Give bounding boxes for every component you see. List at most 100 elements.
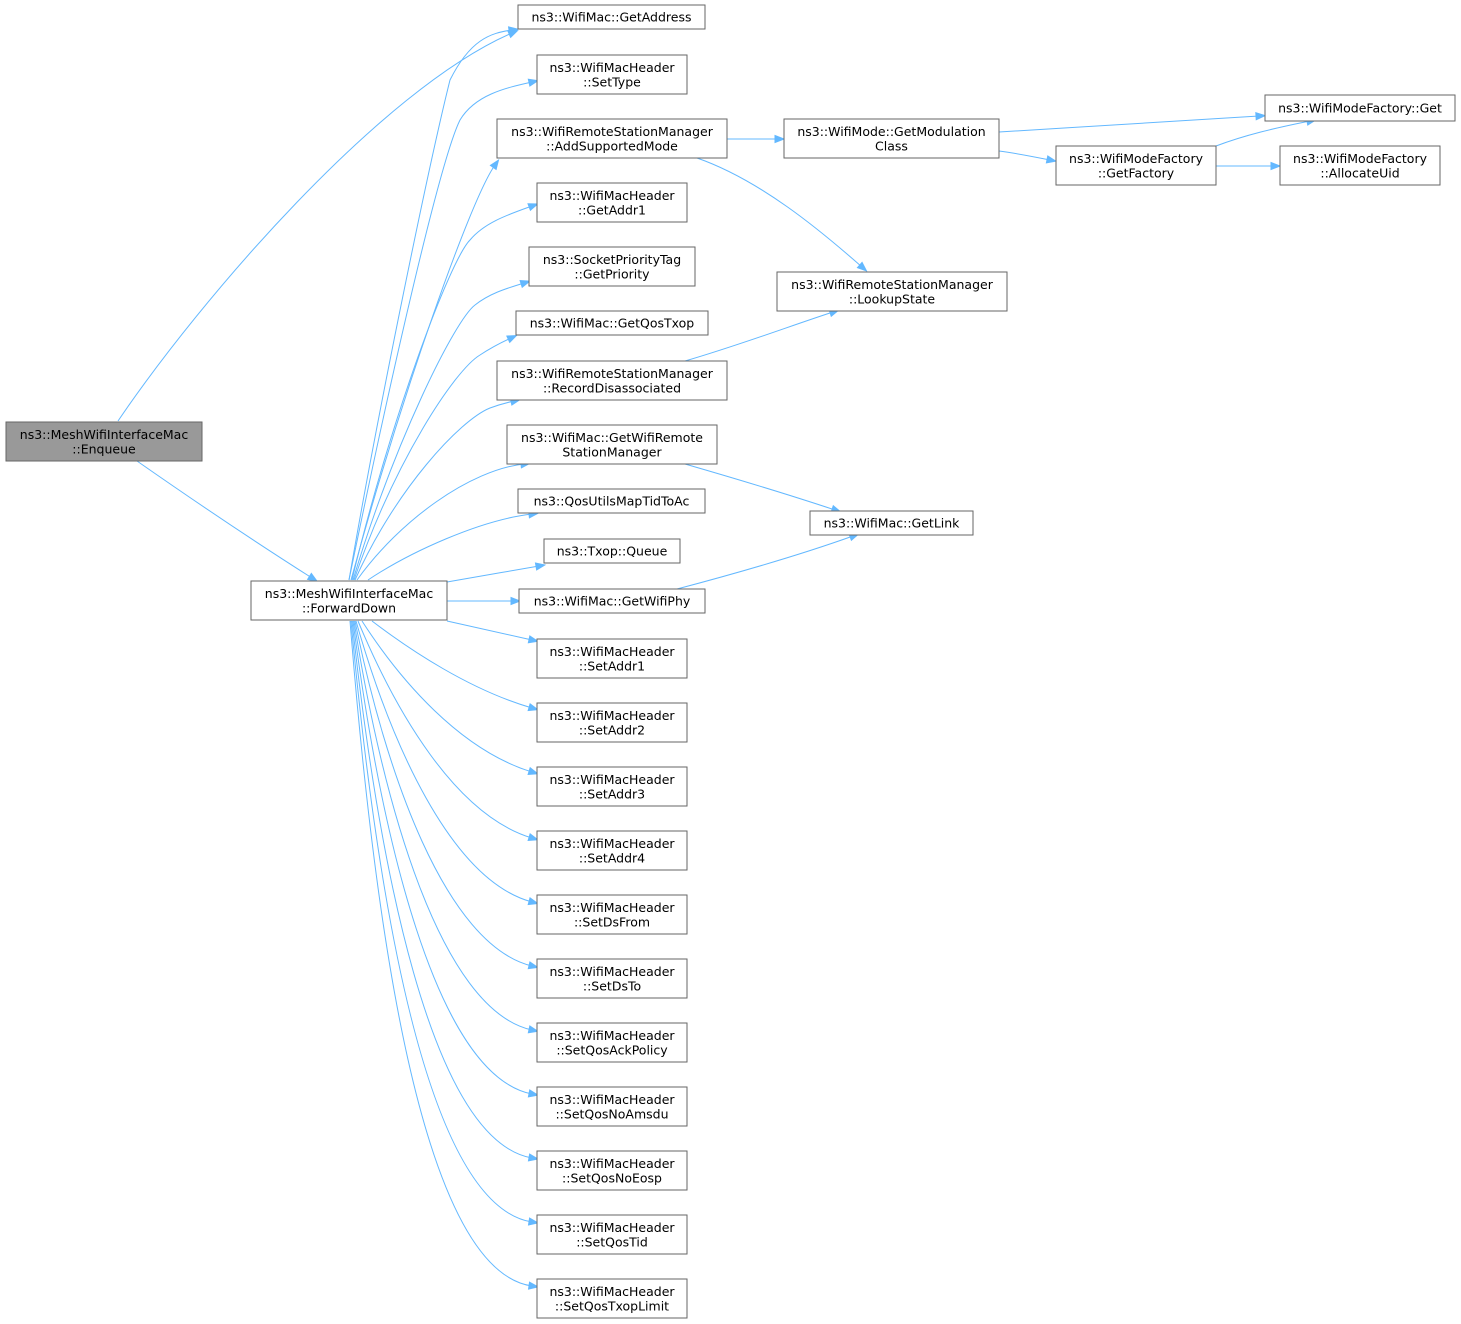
edge-forwarddown-to-addsupportedmode [350, 164, 496, 581]
node-label-lookupstate-line2: ::LookupState [849, 291, 936, 306]
arrowhead-forwarddown-to-setaddr4 [527, 832, 540, 842]
node-box-setqosnoeosp [536, 1150, 688, 1191]
node-box-setqostxoplimit [536, 1278, 688, 1319]
node-getpriority[interactable]: ns3::SocketPriorityTag::GetPriority [528, 246, 696, 287]
node-label-setqostxoplimit-line2: ::SetQosTxopLimit [555, 1298, 669, 1313]
node-box-getwifiremotestationmanager [506, 424, 718, 465]
node-label-getfactory-line1: ns3::WifiModeFactory [1069, 151, 1204, 166]
node-box-setdsto [536, 958, 688, 999]
node-setdsfrom[interactable]: ns3::WifiMacHeader::SetDsFrom [536, 894, 688, 935]
node-box-enqueue [5, 421, 203, 462]
edge-forwarddown-to-setdsfrom [355, 620, 533, 903]
node-label-setqostid-line2: ::SetQosTid [576, 1234, 648, 1249]
arrowhead-forwarddown-to-getaddress [507, 26, 520, 35]
arrowhead-forwarddown-to-setdsfrom [527, 897, 540, 906]
edge-addsupportedmode-to-lookupstate [696, 157, 863, 268]
node-forwarddown[interactable]: ns3::MeshWifiInterfaceMac::ForwardDown [250, 580, 448, 621]
node-label-settype-line2: ::SetType [583, 74, 641, 89]
edge-forwarddown-to-getpriority [352, 282, 525, 581]
node-box-forwarddown [250, 580, 448, 621]
arrowhead-forwarddown-to-addsupportedmode [489, 158, 500, 171]
node-setqosnoeosp[interactable]: ns3::WifiMacHeader::SetQosNoEosp [536, 1150, 688, 1191]
node-label-setdsfrom-line1: ns3::WifiMacHeader [549, 900, 675, 915]
node-setaddr1[interactable]: ns3::WifiMacHeader::SetAddr1 [536, 638, 688, 679]
node-label-setqostid-line1: ns3::WifiMacHeader [549, 1220, 675, 1235]
node-setqosackpolicy[interactable]: ns3::WifiMacHeader::SetQosAckPolicy [536, 1022, 688, 1063]
node-box-setdsfrom [536, 894, 688, 935]
node-label-setqosnoamsdu-line2: ::SetQosNoAmsdu [555, 1106, 668, 1121]
node-txopqueue[interactable]: ns3::Txop::Queue [543, 538, 681, 564]
arrowhead-forwarddown-to-setaddr1 [527, 635, 540, 644]
node-getqostxop[interactable]: ns3::WifiMac::GetQosTxop [515, 310, 709, 336]
node-label-getwifiremotestationmanager-line2: StationManager [562, 444, 662, 459]
node-label-getlink-line1: ns3::WifiMac::GetLink [824, 516, 961, 531]
node-recorddisassociated[interactable]: ns3::WifiRemoteStationManager::RecordDis… [496, 360, 728, 401]
node-setaddr2[interactable]: ns3::WifiMacHeader::SetAddr2 [536, 702, 688, 743]
call-edges [117, 26, 1318, 1290]
node-box-addsupportedmode [496, 118, 728, 159]
node-setqosnoamsdu[interactable]: ns3::WifiMacHeader::SetQosNoAmsdu [536, 1086, 688, 1127]
node-box-getpriority [528, 246, 696, 287]
node-box-getmodulationclass [783, 118, 1000, 159]
edge-getwifiremotestationmanager-to-getlink [684, 463, 836, 511]
node-getaddr1[interactable]: ns3::WifiMacHeader::GetAddr1 [536, 182, 688, 223]
node-setdsto[interactable]: ns3::WifiMacHeader::SetDsTo [536, 958, 688, 999]
node-getwifiphy[interactable]: ns3::WifiMac::GetWifiPhy [518, 588, 706, 614]
node-label-getqostxop-line1: ns3::WifiMac::GetQosTxop [530, 316, 695, 331]
arrowhead-enqueue-to-forwarddown [306, 572, 319, 582]
node-qosutilsmaptidtoac[interactable]: ns3::QosUtilsMapTidToAc [517, 488, 706, 514]
node-getlink[interactable]: ns3::WifiMac::GetLink [809, 510, 974, 536]
node-wifimodefactoryget[interactable]: ns3::WifiModeFactory::Get [1264, 94, 1456, 122]
node-label-settype-line1: ns3::WifiMacHeader [549, 60, 675, 75]
node-allocateuid[interactable]: ns3::WifiModeFactory::AllocateUid [1279, 145, 1441, 186]
node-label-setaddr2-line1: ns3::WifiMacHeader [549, 708, 675, 723]
arrowhead-forwarddown-to-setaddr3 [527, 766, 540, 776]
node-box-getqostxop [515, 310, 709, 336]
arrowhead-forwarddown-to-setqostxoplimit [527, 1281, 540, 1290]
node-label-setaddr1-line1: ns3::WifiMacHeader [549, 644, 675, 659]
edge-forwarddown-to-txopqueue [446, 565, 540, 583]
node-label-lookupstate-line1: ns3::WifiRemoteStationManager [791, 277, 994, 292]
edge-forwarddown-to-setaddr2 [371, 620, 533, 709]
node-label-getaddr1-line1: ns3::WifiMacHeader [549, 188, 675, 203]
node-addsupportedmode[interactable]: ns3::WifiRemoteStationManager::AddSuppor… [496, 118, 728, 159]
arrowhead-forwarddown-to-getqostxop [506, 334, 518, 344]
node-label-setqosackpolicy-line1: ns3::WifiMacHeader [549, 1028, 675, 1043]
node-box-setaddr3 [536, 766, 688, 807]
node-label-setqosackpolicy-line2: ::SetQosAckPolicy [556, 1042, 668, 1057]
node-setqostxoplimit[interactable]: ns3::WifiMacHeader::SetQosTxopLimit [536, 1278, 688, 1319]
node-label-setaddr4-line2: ::SetAddr4 [579, 850, 645, 865]
node-enqueue[interactable]: ns3::MeshWifiInterfaceMac::Enqueue [5, 421, 203, 462]
arrowhead-forwarddown-to-getaddr1 [527, 203, 539, 212]
arrowhead-forwarddown-to-txopqueue [534, 562, 547, 571]
node-box-wifimodefactoryget [1264, 94, 1456, 122]
node-label-enqueue-line2: ::Enqueue [72, 441, 136, 456]
node-box-setqosackpolicy [536, 1022, 688, 1063]
edge-getmodulationclass-to-wifimodefactoryget [998, 115, 1260, 133]
node-label-forwarddown-line1: ns3::MeshWifiInterfaceMac [265, 586, 434, 601]
node-settype[interactable]: ns3::WifiMacHeader::SetType [536, 54, 688, 95]
node-getfactory[interactable]: ns3::WifiModeFactory::GetFactory [1055, 145, 1217, 186]
node-box-setaddr2 [536, 702, 688, 743]
node-label-forwarddown-line2: ::ForwardDown [302, 600, 396, 615]
node-box-setqostid [536, 1214, 688, 1255]
node-label-getaddr1-line2: ::GetAddr1 [578, 202, 646, 217]
node-label-setdsto-line1: ns3::WifiMacHeader [549, 964, 675, 979]
node-setqostid[interactable]: ns3::WifiMacHeader::SetQosTid [536, 1214, 688, 1255]
node-lookupstate[interactable]: ns3::WifiRemoteStationManager::LookupSta… [776, 271, 1008, 312]
node-box-setqosnoamsdu [536, 1086, 688, 1127]
node-label-allocateuid-line2: ::AllocateUid [1320, 165, 1399, 180]
node-getaddress[interactable]: ns3::WifiMac::GetAddress [517, 4, 706, 30]
edge-forwarddown-to-setqosnoeosp [351, 620, 533, 1159]
edge-forwarddown-to-setaddr1 [446, 620, 533, 641]
arrowhead-forwarddown-to-setaddr2 [527, 702, 540, 712]
node-label-getmodulationclass-line2: Class [875, 138, 908, 153]
node-label-wifimodefactoryget-line1: ns3::WifiModeFactory::Get [1278, 101, 1442, 116]
node-setaddr3[interactable]: ns3::WifiMacHeader::SetAddr3 [536, 766, 688, 807]
edge-forwarddown-to-getaddress [348, 29, 513, 581]
arrowhead-getmodulationclass-to-getfactory [1045, 155, 1058, 164]
node-getwifiremotestationmanager[interactable]: ns3::WifiMac::GetWifiRemoteStationManage… [506, 424, 718, 465]
edge-forwarddown-to-getaddr1 [351, 205, 533, 581]
node-setaddr4[interactable]: ns3::WifiMacHeader::SetAddr4 [536, 830, 688, 871]
